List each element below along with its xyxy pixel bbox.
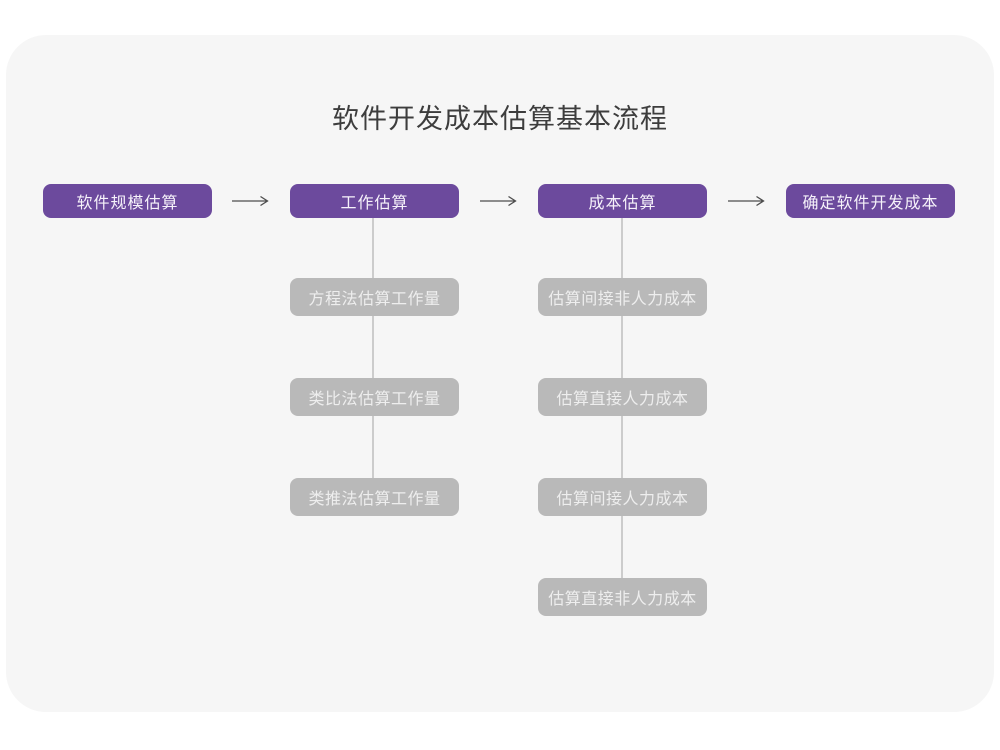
stage-work-estimation: 工作估算 xyxy=(290,184,459,218)
stage-cost-estimation: 成本估算 xyxy=(538,184,707,218)
flow-arrow-icon xyxy=(727,195,769,207)
connector-line-work-estimation xyxy=(372,218,374,497)
flow-arrow-icon xyxy=(231,195,273,207)
stage-software-scale-estimation: 软件规模估算 xyxy=(43,184,212,218)
substep-extrapolation-method-workload: 类推法估算工作量 xyxy=(290,478,459,516)
substep-indirect-labor-cost: 估算间接人力成本 xyxy=(538,478,707,516)
substep-direct-nonlabor-cost: 估算直接非人力成本 xyxy=(538,578,707,616)
flow-arrow-icon xyxy=(479,195,521,207)
substep-equation-method-workload: 方程法估算工作量 xyxy=(290,278,459,316)
flowchart-card: 软件开发成本估算基本流程 软件规模估算 工作估算 成本估算 确定软件开发成本 方… xyxy=(6,35,994,712)
page-title: 软件开发成本估算基本流程 xyxy=(332,104,668,134)
substep-indirect-nonlabor-cost: 估算间接非人力成本 xyxy=(538,278,707,316)
stage-determine-development-cost: 确定软件开发成本 xyxy=(786,184,955,218)
substep-direct-labor-cost: 估算直接人力成本 xyxy=(538,378,707,416)
substep-analogy-method-workload: 类比法估算工作量 xyxy=(290,378,459,416)
